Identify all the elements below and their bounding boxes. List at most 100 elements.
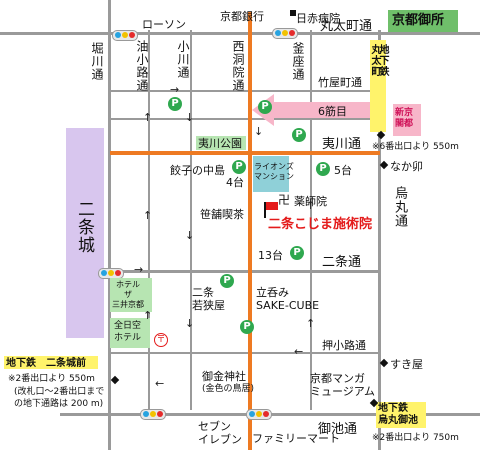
yakushiji-label: 薬師院 — [294, 195, 327, 208]
rokujime-arrow — [252, 94, 372, 126]
arrow-up-icon: ↑ — [306, 199, 316, 212]
nakau-marker — [379, 160, 389, 170]
nijo-castle-label: 二条城 — [74, 200, 94, 254]
kamanza-road — [310, 30, 312, 410]
shinkyo-box — [393, 104, 421, 136]
gyoza-label: 餃子の中島 — [170, 164, 225, 177]
arrow-down-icon: ↓ — [185, 229, 195, 242]
marutamachi-label: 丸太町通 — [320, 19, 373, 34]
marutamachi-road — [0, 32, 480, 35]
arrow-down-icon: ↓ — [185, 111, 195, 124]
oshikoji-road — [110, 352, 380, 354]
station-karasuma-oike-note: ※2番出口より 750m — [372, 433, 459, 443]
lions-mansion-label: ライオンズ マンション — [254, 162, 294, 181]
route-nishinotoin — [248, 12, 252, 450]
kyoto-gosho-box — [388, 10, 458, 32]
station-marutamachi-note: ※6番出口より 550m — [372, 142, 459, 152]
takeyacho-road — [110, 90, 380, 92]
oshikoji-label: 押小路通 — [322, 339, 366, 352]
traffic-signal-icon — [112, 30, 138, 41]
arrow-down-icon: ↓ — [185, 317, 195, 330]
parking-icon: P — [240, 320, 254, 334]
arrow-up-icon: ↑ — [143, 111, 153, 124]
traffic-signal-icon — [140, 409, 166, 420]
arrow-left-icon: ← — [155, 377, 165, 390]
oike-label: 御池通 — [318, 422, 358, 437]
horikawa-road — [108, 0, 111, 450]
ogawa-label: 小川通 — [176, 40, 190, 79]
ebisugawa-park-label: 夷川公園 — [198, 137, 242, 150]
aburanokoji-road — [148, 30, 150, 410]
red-cross-icon — [290, 10, 296, 16]
arrow-up-icon: ↑ — [306, 317, 316, 330]
route-ebisugawa — [110, 151, 380, 155]
karasuma-label: 烏丸通 — [392, 186, 407, 228]
station-nijojo-note: ※2番出口より 550m — [8, 374, 95, 384]
nijo-wakasaya-label: 二条 若狭屋 — [192, 286, 225, 312]
nakau-label: なか卯 — [390, 160, 423, 173]
parking-5-label: 5台 — [334, 164, 352, 177]
station-exit-marker — [110, 375, 120, 385]
red-cross-label: 日赤病院 — [296, 12, 340, 25]
nijo-label: 二条通 — [322, 255, 362, 270]
station-karasuma-oike — [376, 402, 426, 428]
kyoto-bank-label: 京都銀行 — [220, 10, 264, 23]
kamanza-label: 釜座通 — [291, 42, 305, 81]
clinic-title: 二条こじま施術院 — [268, 217, 373, 232]
station-marutamachi-label: 地下鉄 丸太町 — [369, 44, 388, 77]
station-nijojo-note2: (改札口～2番出口まで — [14, 387, 105, 397]
flag-icon — [264, 202, 266, 218]
parking-13-label: 13台 — [258, 249, 283, 262]
parking-icon: P — [168, 97, 182, 111]
sasafune-label: 笹舗喫茶 — [200, 208, 244, 221]
familymart-label: ファミリーマート — [252, 432, 340, 445]
arrow-up-icon: ↑ — [143, 309, 153, 322]
arrow-right-icon: → — [170, 83, 180, 96]
shinkyo-label: 新京 閣都 — [395, 108, 414, 129]
post-office-icon: 〒 — [154, 333, 168, 347]
flag-cloth — [266, 202, 278, 210]
goryo-shrine-sub: (金色の鳥居) — [202, 384, 255, 394]
arrow-left-icon: ← — [294, 345, 304, 358]
lions-mansion-box — [253, 156, 289, 192]
takeyacho-label: 竹屋町通 — [318, 76, 362, 89]
station-nijojo-label: 地下鉄 二条城前 — [6, 358, 86, 369]
arrow-right-icon: → — [134, 263, 144, 276]
parking-4-label: 4台 — [226, 176, 244, 189]
kyoto-gosho-label: 京都御所 — [392, 13, 445, 28]
horikawa-label: 堀川通 — [90, 42, 104, 81]
traffic-signal-icon — [246, 409, 272, 420]
sukiya-label: すき屋 — [390, 358, 423, 371]
arrow-up-icon: ↑ — [143, 209, 153, 222]
hotel-the-mitsui-label: ホテル ザ 三井京都 — [112, 280, 144, 309]
nijo-castle-area — [66, 128, 104, 338]
ebisugawa-park-box — [196, 136, 246, 150]
station-marutamachi — [370, 40, 386, 132]
station-karasuma-oike-label: 地下鉄 烏丸御池 — [378, 403, 418, 426]
traffic-signal-icon — [272, 28, 298, 39]
nijo-road — [110, 270, 380, 273]
manga-museum-label: 京都マンガ ミュージアム — [310, 372, 376, 398]
lawson-label: ローソン — [142, 18, 186, 31]
parking-icon: P — [220, 274, 234, 288]
temple-icon: 卍 — [278, 193, 291, 207]
ebisugawa-label: 夷川通 — [322, 137, 362, 152]
goryo-shrine-label: 御金神社 — [202, 370, 246, 383]
parking-icon: P — [290, 246, 304, 260]
station-nijojo — [4, 356, 98, 369]
nishinotoin-label: 西洞院通 — [231, 40, 245, 92]
sukiya-marker — [379, 358, 389, 368]
parking-icon: P — [258, 100, 272, 114]
parking-icon: P — [292, 128, 306, 142]
ana-hotel-label: 全日空 ホテル — [114, 321, 142, 343]
karasuma-road — [378, 30, 381, 450]
sake-cube-label: 立呑み SAKE-CUBE — [256, 286, 320, 312]
aburanokoji-label: 油小路通 — [135, 40, 149, 92]
seven-eleven-label: セブン イレブン — [198, 420, 242, 446]
parking-icon: P — [316, 162, 330, 176]
parking-icon: P — [232, 160, 246, 174]
ana-hotel-box — [110, 318, 150, 348]
arrow-down-icon: ↓ — [254, 125, 264, 138]
sixth-road — [110, 118, 380, 120]
